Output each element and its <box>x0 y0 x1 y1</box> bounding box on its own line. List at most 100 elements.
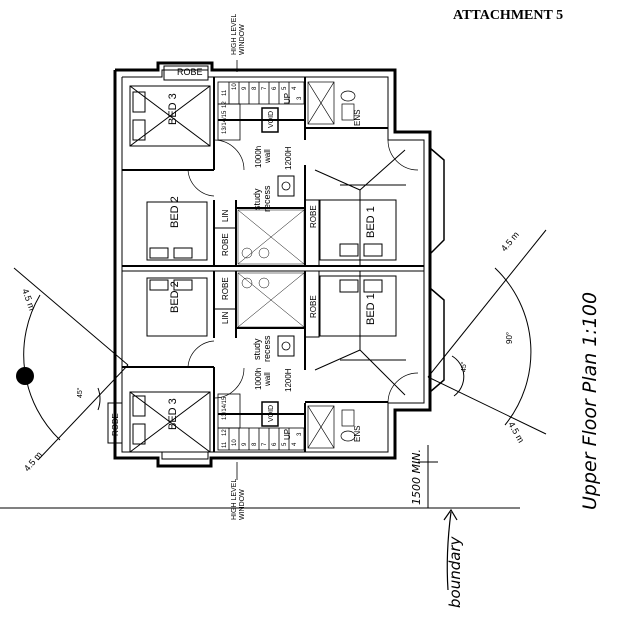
label-void-top: VOID <box>268 111 275 128</box>
stair-num: 7 <box>262 442 268 446</box>
void-bottom <box>261 401 279 427</box>
study-desk-bottom <box>277 335 295 357</box>
void-top <box>261 107 279 133</box>
bed-3-top <box>129 85 211 147</box>
label-1200h-bottom: 1200H <box>284 368 293 392</box>
robe-top-left <box>163 65 209 81</box>
robe-top-right <box>304 199 320 267</box>
label-robe-mid-top: ROBE <box>221 233 230 256</box>
bed-2-top <box>146 201 208 261</box>
radius-label-right-lower: 4.5 m <box>506 420 526 444</box>
stair-num: 5 <box>282 86 288 90</box>
building-outline <box>113 61 432 468</box>
stair-num: 5 <box>282 442 288 446</box>
stair-num: 13/14/15 <box>222 396 228 420</box>
bed-1-bottom <box>319 275 397 337</box>
bed-3-bottom <box>129 391 211 453</box>
label-recess-bottom: recess <box>262 335 272 362</box>
stair-num: 6 <box>272 86 278 90</box>
label-1000h-bottom: 1000h <box>254 368 263 390</box>
label-bed3-top: BED 3 <box>167 93 179 125</box>
stair-num: 3 <box>297 432 303 436</box>
roof-lines <box>314 149 406 396</box>
label-bed1-bottom: BED 1 <box>365 293 377 325</box>
label-up-top: UP <box>283 93 292 104</box>
ensuite-top <box>307 81 356 125</box>
label-lin-top: LIN <box>221 209 230 222</box>
bath-hatch <box>237 209 305 328</box>
stair-num: 12 <box>222 101 228 108</box>
ensuite-bottom <box>307 405 356 449</box>
stair-num: 9 <box>242 442 248 446</box>
stair-num: 8 <box>252 86 258 90</box>
label-wall-top: wall <box>263 149 272 164</box>
label-study-top: study <box>252 188 262 210</box>
study-desk-top <box>277 175 295 197</box>
angle-label-left: 45° <box>76 387 84 398</box>
label-robe-right-top: ROBE <box>309 205 318 228</box>
label-high-level-bottom: HIGH LEVEL <box>231 479 238 520</box>
north-marker-dot <box>16 367 34 385</box>
study-chair-top <box>281 181 291 191</box>
stair-num: 4 <box>292 442 298 446</box>
label-robe-mid-bottom: ROBE <box>221 277 230 300</box>
stair-num: 3 <box>297 96 303 100</box>
internal-walls <box>122 77 388 452</box>
label-bed1-top: BED 1 <box>365 206 377 238</box>
stair-num: 9 <box>242 86 248 90</box>
stair-top <box>217 81 305 141</box>
bed-2-bottom <box>146 277 208 337</box>
angle-label-right-45: 45° <box>460 361 468 372</box>
label-robe-left-bottom: ROBE <box>111 413 120 436</box>
bay-windows <box>429 147 445 393</box>
label-ens-bottom: ENS <box>353 426 362 442</box>
label-ens-top: ENS <box>353 110 362 126</box>
study-chair-bottom <box>281 341 291 351</box>
robe-bottom-mid <box>213 270 237 310</box>
stair-num: 12 <box>222 429 228 436</box>
label-up-bottom: UP <box>283 429 292 440</box>
stair-num: 7 <box>262 86 268 90</box>
radius-label-right-upper: 4.5 m <box>499 230 521 254</box>
angle-label-right-90: 90° <box>505 332 514 344</box>
setback-label: 1500 MIN. <box>410 449 423 505</box>
stair-num: 6 <box>272 442 278 446</box>
stair-num: 11 <box>222 89 228 96</box>
room-labels: ROBE BED 3 BED 2 BED 2 BED 3 BED 1 BED 1… <box>111 14 377 520</box>
radius-label-left-upper: 4.5 m <box>20 287 37 312</box>
label-study-bottom: study <box>252 338 262 360</box>
label-robe-right-bottom: ROBE <box>309 295 318 318</box>
robe-bottom-right <box>304 270 320 338</box>
robe-bottom-left <box>107 402 123 444</box>
radius-arc-right <box>427 229 547 435</box>
stair-num: 4 <box>292 86 298 90</box>
label-robe-top: ROBE <box>177 67 203 77</box>
label-wall-bottom: wall <box>263 372 272 387</box>
plan-caption: Upper Floor Plan 1:100 <box>579 292 601 510</box>
stair-numbers-bottom: 11 12 13/14/15 10 9 8 7 6 5 4 3 <box>222 396 303 448</box>
stair-num: 11 <box>222 441 228 448</box>
bed-1-top <box>319 199 397 261</box>
stair-num: 10 <box>232 83 238 90</box>
label-bed2-top: BED 2 <box>169 196 181 228</box>
label-bed2-bottom: BED 2 <box>169 281 181 313</box>
robe-top-mid <box>213 227 237 267</box>
radius-label-left-lower: 4.5 m <box>22 450 44 474</box>
label-window-top: WINDOW <box>239 24 246 55</box>
door-swings <box>187 139 419 404</box>
label-bed3-bottom: BED 3 <box>167 398 179 430</box>
stair-bottom <box>217 393 305 451</box>
stair-num: 13/14/15 <box>222 110 228 134</box>
label-1000h-top: 1000h <box>254 146 263 168</box>
label-lin-bottom: LIN <box>221 311 230 324</box>
attachment-title: ATTACHMENT 5 <box>453 8 564 23</box>
label-window-bottom: WINDOW <box>239 489 246 520</box>
label-1200h-top: 1200H <box>284 146 293 170</box>
boundary-arrow <box>443 508 458 591</box>
label-recess-top: recess <box>262 185 272 212</box>
stair-num: 10 <box>232 439 238 446</box>
boundary-label: boundary <box>446 535 464 608</box>
setback-dimension <box>0 445 520 509</box>
stair-numbers-top: 11 12 13/14/15 10 9 8 7 6 5 4 3 <box>222 83 303 134</box>
